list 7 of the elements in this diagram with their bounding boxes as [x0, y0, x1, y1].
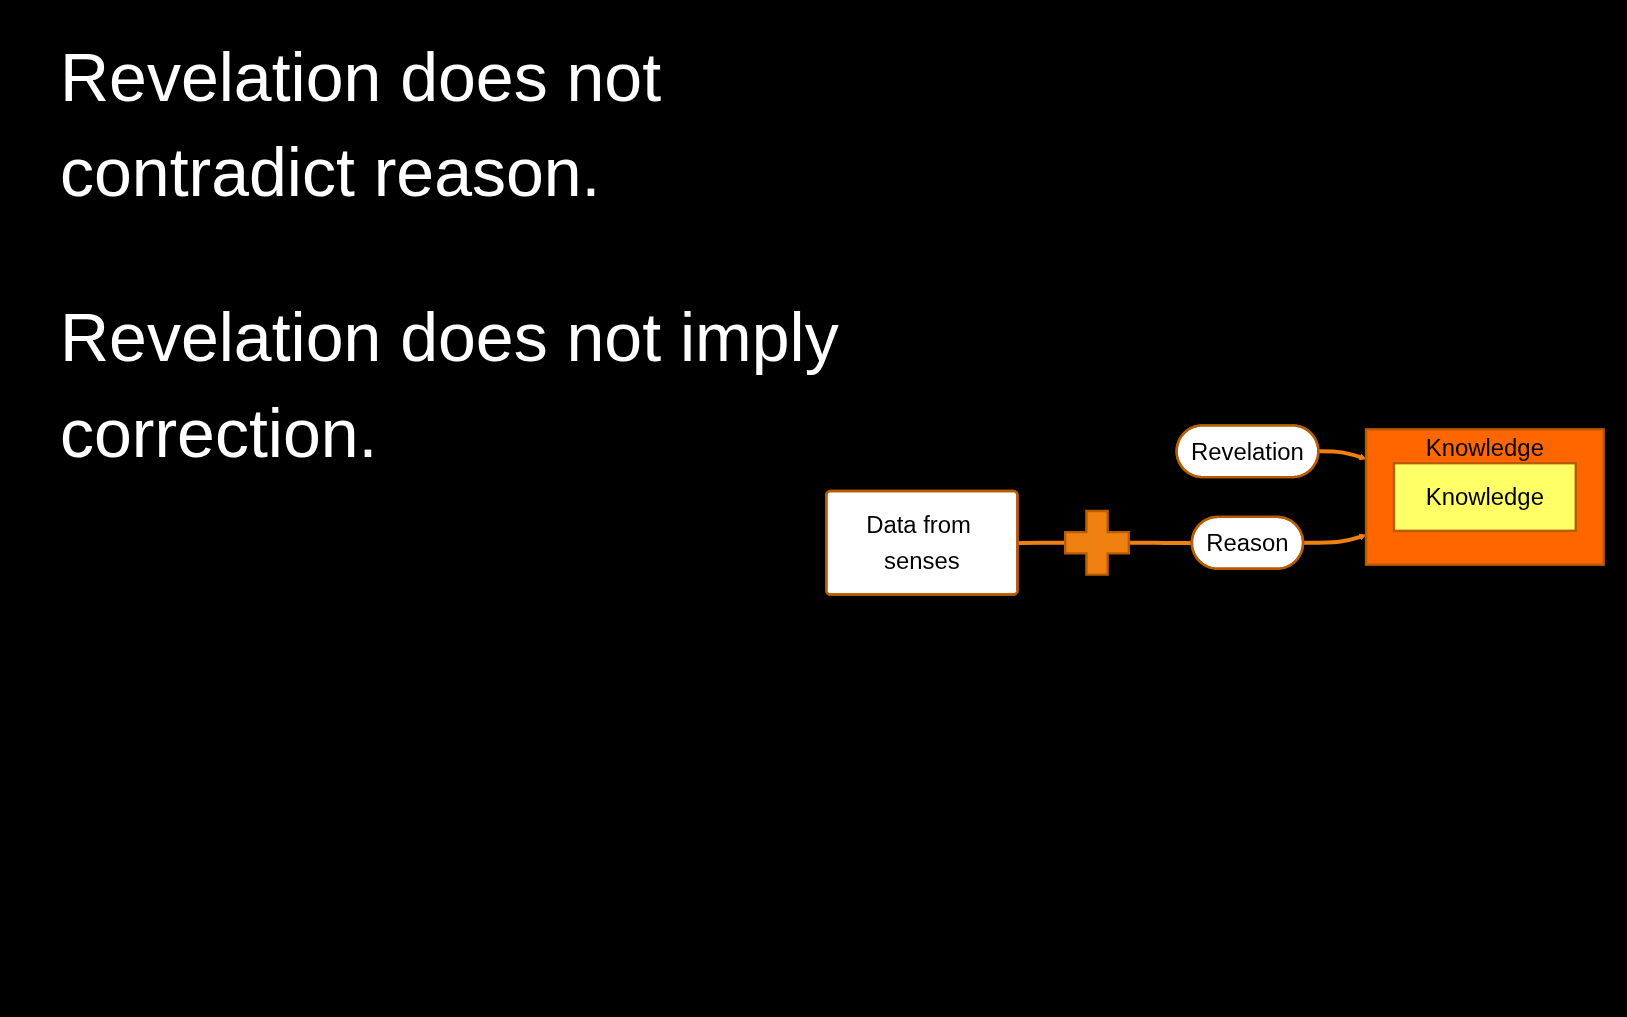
statement-text: Revelation does not contradict reason. — [60, 38, 663, 213]
arrow — [1303, 533, 1367, 545]
node-box: Knowledge — [1392, 462, 1577, 533]
node-cross — [1063, 509, 1131, 576]
connector — [1017, 540, 1066, 546]
statement-text: Revelation does not imply correction. — [60, 298, 840, 473]
arrow — [1318, 449, 1367, 461]
